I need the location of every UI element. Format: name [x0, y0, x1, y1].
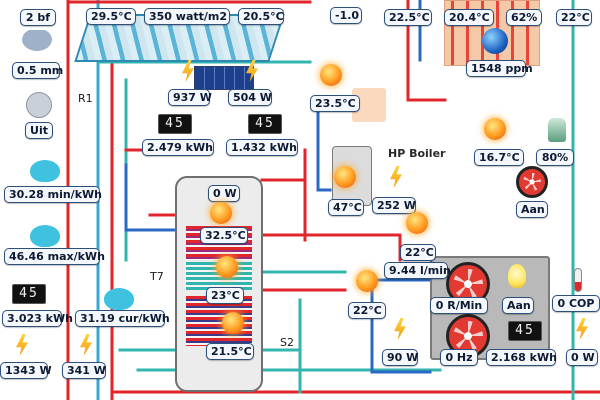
- sun-hp-return-icon: [356, 270, 378, 292]
- pump-power-value: 90 W: [382, 349, 418, 366]
- sensor-s2-label: S2: [280, 336, 294, 349]
- collector-temp-1: 29.5°C: [86, 8, 136, 25]
- energy-meter-display: 45: [12, 284, 46, 304]
- floor-temp-value: 20.4°C: [444, 9, 494, 26]
- hp-meter-display: 45: [508, 321, 542, 341]
- loop-label-r1: R1: [78, 92, 93, 105]
- wind-beaufort-value: 2 bf: [20, 9, 56, 26]
- sun-tank-top-icon: [210, 202, 232, 224]
- co2-globe-icon: [482, 28, 508, 54]
- hp-fan-freq: 0 Hz: [440, 349, 478, 366]
- hp-energy-value: 2.168 kWh: [486, 349, 557, 366]
- pipe-tr-red: [406, 0, 447, 102]
- sun-boiler-icon: [334, 166, 356, 188]
- pv-energy-2: 1.432 kWh: [226, 139, 298, 156]
- tank-temp-bottom: 21.5°C: [206, 343, 254, 360]
- lamp-icon[interactable]: [508, 264, 526, 288]
- hp-boiler-label: HP Boiler: [388, 147, 446, 160]
- pv-meter-1-display: 45: [158, 114, 192, 134]
- sun-hp-supply-icon: [406, 212, 428, 234]
- piggy-bank-min-icon: [30, 160, 60, 182]
- collector-temp-2: 20.5°C: [238, 8, 284, 25]
- rain-cloud-icon: [18, 30, 56, 54]
- humidity-sprinkler-icon: [548, 118, 566, 142]
- sun-tank-bottom-icon: [222, 312, 244, 334]
- hp-supply-temp: 22°C: [400, 244, 436, 261]
- hp-flow-value: 9.44 l/min: [384, 262, 451, 279]
- outdoor-temp-value: 22.5°C: [384, 9, 432, 26]
- cop-value: 0 COP: [552, 295, 600, 312]
- co2-value: 1548 ppm: [466, 60, 533, 77]
- tank-top-power: 0 W: [208, 185, 240, 202]
- right-humidity-value: 80%: [536, 149, 574, 166]
- current-price-value: 31.19 cur/kWh: [75, 310, 170, 327]
- energy-total-value: 3.023 kWh: [2, 310, 73, 327]
- sun-right-icon: [484, 118, 506, 140]
- pv-energy-1: 2.479 kWh: [142, 139, 214, 156]
- max-price-value: 46.46 max/kWh: [4, 248, 105, 265]
- sun-shower-icon: [320, 64, 342, 86]
- shower-temp-value: 23.5°C: [310, 95, 360, 112]
- pv-panel: [194, 66, 254, 90]
- boiler-power-value: 252 W: [372, 197, 416, 214]
- sensor-t7-label: T7: [150, 270, 164, 283]
- fan-state-value: Aan: [516, 201, 548, 218]
- bottom-mid-power-value: 341 W: [62, 362, 106, 379]
- piggy-bank-cur-icon: [104, 288, 134, 310]
- boiler-temp-value: 47°C: [328, 199, 364, 216]
- right-power-value: 0 W: [566, 349, 598, 366]
- thermometer-icon: [574, 268, 582, 292]
- sun-tank-mid-icon: [216, 256, 238, 278]
- right-temp-value: 16.7°C: [474, 149, 524, 166]
- power-state-value: Uit: [25, 122, 53, 139]
- power-button-icon[interactable]: [26, 92, 52, 118]
- pipe-hp-red-top: [260, 233, 402, 262]
- humidity-top-value: 62%: [506, 9, 542, 26]
- hp-fan-speed: 0 R/Min: [430, 297, 488, 314]
- pipe-tank-blue: [124, 163, 177, 232]
- ventilation-fan-icon[interactable]: [516, 166, 548, 198]
- top-value-neg: -1.0: [330, 7, 362, 24]
- pipe-boiler-blue: [316, 108, 332, 192]
- rain-amount-value: 0.5 mm: [12, 62, 63, 79]
- tank-temp-mid: 23°C: [206, 287, 244, 304]
- bottom-left-power-value: 1343 W: [0, 362, 52, 379]
- min-price-value: 30.28 min/kWh: [4, 186, 102, 203]
- pv-power-1: 937 W: [168, 89, 212, 106]
- piggy-bank-max-icon: [30, 225, 60, 247]
- tank-temp-top: 32.5°C: [200, 227, 248, 244]
- hp-return-temp: 22°C: [348, 302, 386, 319]
- lamp-state-value: Aan: [502, 297, 534, 314]
- room-temp-value: 22°C: [556, 9, 592, 26]
- pv-power-2: 504 W: [228, 89, 272, 106]
- pv-meter-2-display: 45: [248, 114, 282, 134]
- solar-irradiance-value: 350 watt/m2: [144, 8, 230, 25]
